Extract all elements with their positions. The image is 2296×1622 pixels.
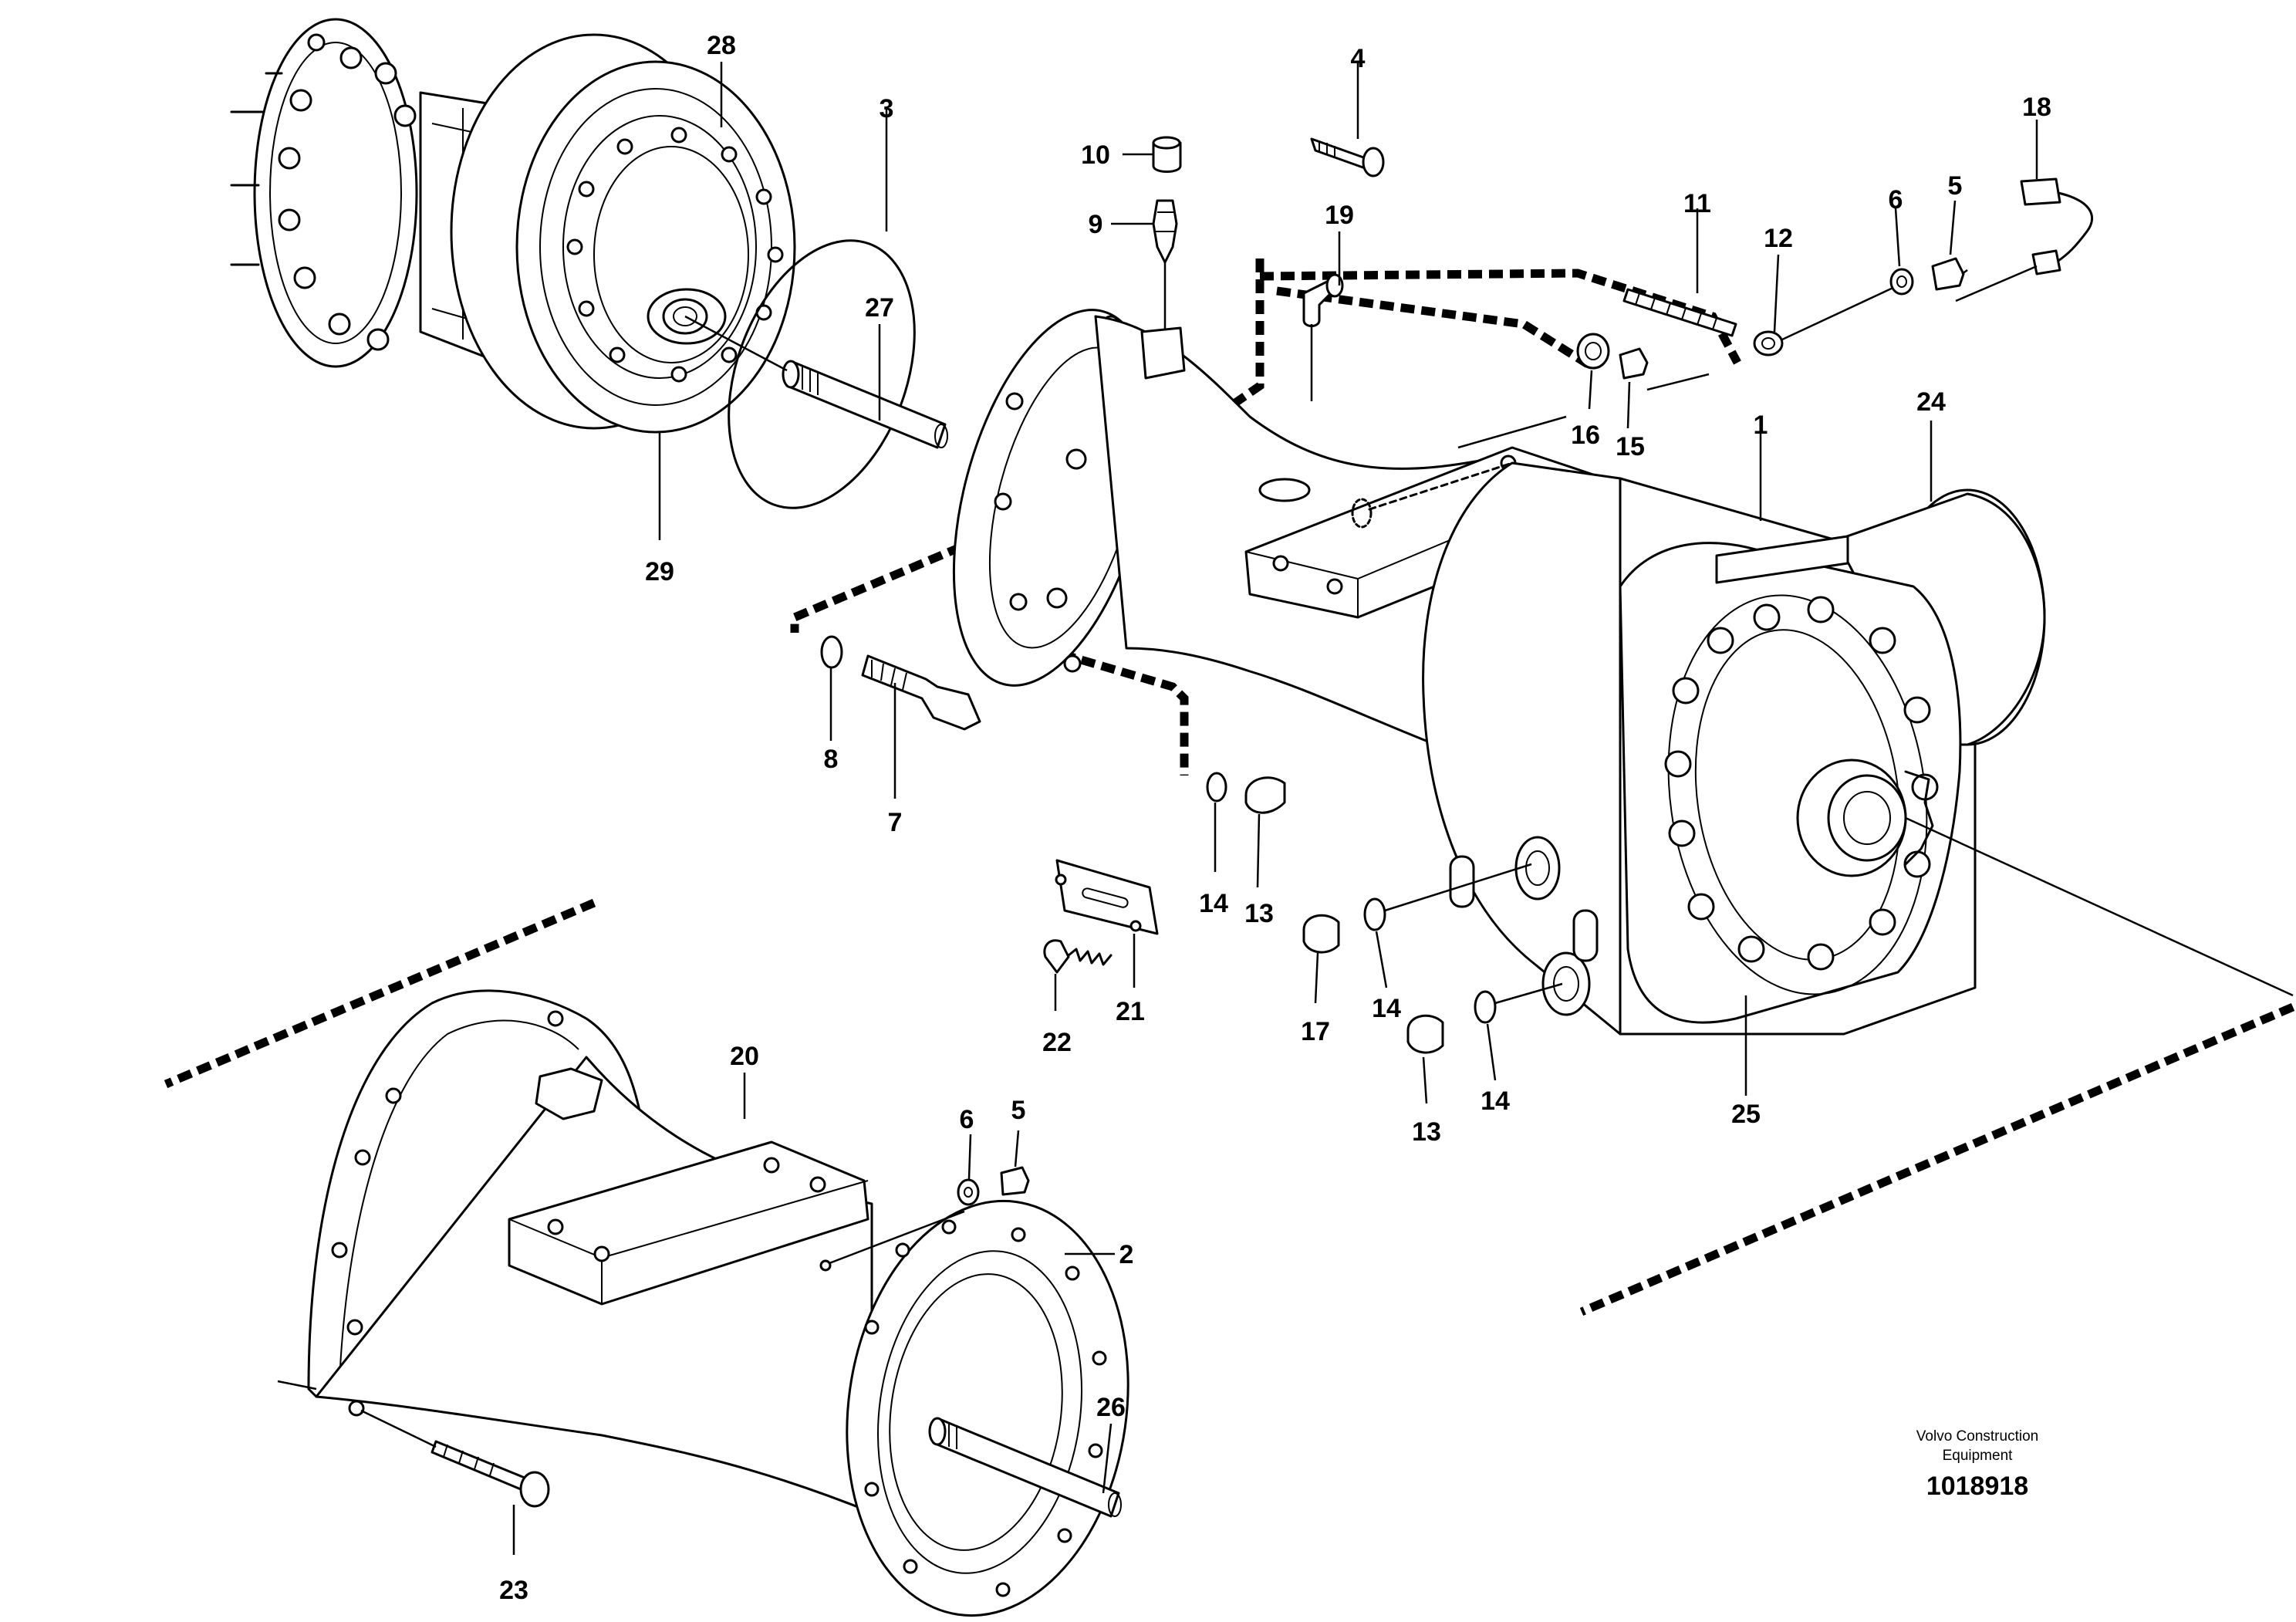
callout-2: 2: [1119, 1240, 1134, 1269]
manufacturer-block: Volvo Construction Equipment 1018918: [1916, 1428, 2038, 1501]
callout-6-upper: 6: [1889, 185, 1903, 215]
hub-assembly: [230, 18, 796, 434]
callout-6-lower: 6: [960, 1105, 974, 1134]
callout-11: 11: [1683, 189, 1711, 218]
callout-1: 1: [1754, 411, 1768, 440]
document-number: 1018918: [1926, 1472, 2028, 1501]
callout-7: 7: [888, 808, 903, 837]
callout-16: 16: [1571, 421, 1600, 450]
callout-3: 3: [880, 94, 894, 123]
callout-9: 9: [1089, 210, 1103, 239]
callout-13-lower: 13: [1412, 1117, 1441, 1147]
callout-26: 26: [1096, 1393, 1126, 1422]
callout-20: 20: [730, 1042, 759, 1071]
callout-22: 22: [1042, 1028, 1072, 1057]
callout-13-upper: 13: [1244, 899, 1274, 928]
callout-18: 18: [2022, 93, 2051, 122]
callout-5-upper: 5: [1948, 171, 1963, 201]
o-ring: [728, 239, 916, 509]
callout-10: 10: [1081, 140, 1110, 170]
callout-25: 25: [1731, 1100, 1761, 1129]
callout-19: 19: [1325, 201, 1354, 230]
drive-shaft-upper: [684, 315, 948, 449]
manufacturer-line-1: Volvo Construction: [1916, 1428, 2038, 1445]
callout-14-lower: 14: [1481, 1086, 1510, 1116]
callout-15: 15: [1616, 432, 1645, 461]
callout-14-middle: 14: [1372, 994, 1401, 1023]
callout-17: 17: [1301, 1017, 1330, 1046]
callout-24: 24: [1916, 387, 1946, 417]
lower-axle-housing: [277, 989, 1129, 1617]
callout-8: 8: [824, 745, 839, 774]
callout-23: 23: [499, 1576, 528, 1605]
small-parts: [360, 136, 2094, 1508]
callout-leaders: [512, 62, 2038, 1555]
callout-29: 29: [645, 557, 674, 586]
manufacturer-line-2: Equipment: [1943, 1448, 2014, 1464]
callout-28: 28: [707, 31, 736, 60]
axle-housing: [952, 309, 2294, 1036]
callout-labels: 28 3 27 29 4 10 9 19 11 12 6 5 18 16 15 …: [499, 31, 2051, 1605]
callout-27: 27: [865, 293, 894, 323]
callout-21: 21: [1116, 997, 1145, 1026]
callout-12: 12: [1764, 224, 1793, 253]
callout-14-upper: 14: [1199, 889, 1228, 918]
callout-4: 4: [1351, 44, 1366, 73]
callout-5-lower: 5: [1011, 1096, 1026, 1125]
